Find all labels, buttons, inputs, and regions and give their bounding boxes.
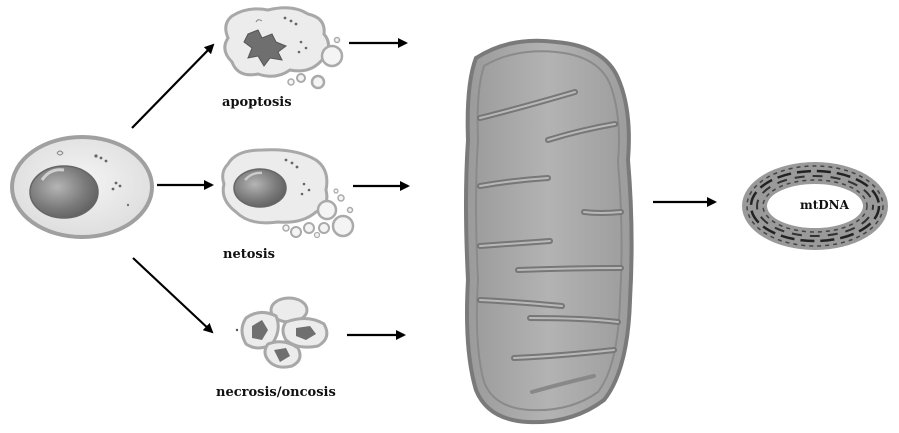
- necrosis-oncosis-label: necrosis/oncosis: [216, 385, 336, 400]
- apoptosis-label: apoptosis: [222, 95, 292, 110]
- necrotic-cell: [236, 298, 327, 367]
- apoptotic-cell: [225, 8, 342, 88]
- nucleus: [30, 166, 98, 218]
- healthy-cell: [12, 137, 152, 237]
- netotic-cell: [223, 150, 353, 238]
- mtdna-label: mtDNA: [800, 198, 849, 212]
- arrow-to-apoptosis: [132, 45, 213, 128]
- arrow-to-necrosis: [133, 258, 212, 332]
- mitochondrion: [466, 41, 632, 422]
- netosis-label: netosis: [223, 247, 275, 262]
